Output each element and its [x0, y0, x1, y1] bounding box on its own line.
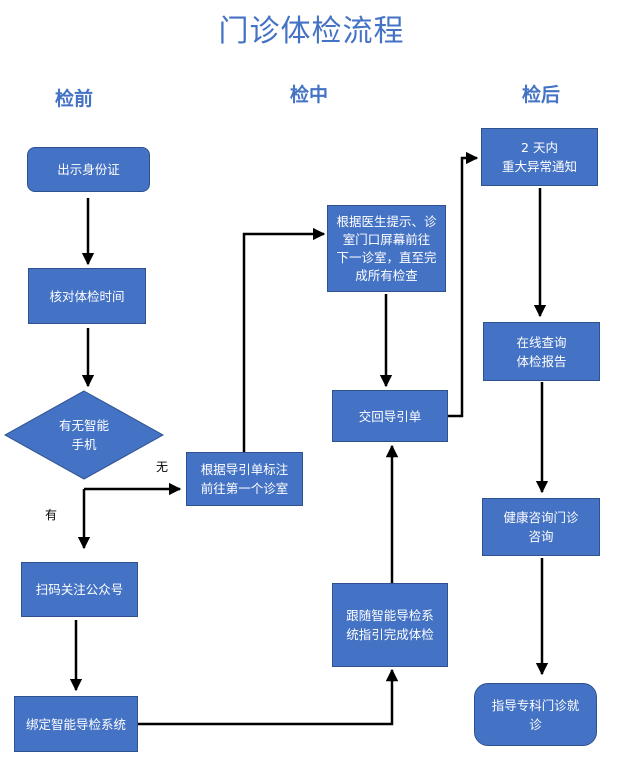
column-header-during: 检中 — [290, 84, 329, 106]
node-bind-system: 绑定智能导检系统 — [14, 696, 138, 752]
node-check-time: 核对体检时间 — [28, 268, 146, 324]
node-notify-2days: 2 天内 重大异常通知 — [481, 128, 598, 186]
node-scan-qr: 扫码关注公众号 — [21, 562, 138, 617]
node-smartphone-question: 有无智能 手机 — [58, 418, 109, 452]
page-title: 门诊体检流程 — [218, 14, 405, 49]
node-return-sheet: 交回导引单 — [332, 390, 448, 442]
node-follow-system: 跟随智能导检系 统指引完成体检 — [332, 583, 448, 667]
arrow-bind-to-follow-system — [138, 668, 399, 726]
arrow-return-to-notify — [448, 151, 479, 418]
column-header-before: 检前 — [55, 88, 94, 110]
smartphone-decision-diamond — [3, 390, 165, 480]
node-guide-first-room: 根据导引单标注 前往第一个诊室 — [186, 452, 303, 506]
node-show-id: 出示身份证 — [27, 147, 150, 192]
node-specialist-guide: 指导专科门诊就 诊 — [474, 683, 597, 746]
node-doctor-prompt: 根据医生提示、诊 室门口屏幕前往 下一诊室，直至完 成所有检查 — [327, 205, 446, 292]
arrow-guide-first-to-doctor-prompt — [242, 227, 326, 452]
node-online-report: 在线查询 体检报告 — [483, 322, 600, 381]
node-health-consult: 健康咨询门诊 咨询 — [482, 498, 600, 556]
column-header-after: 检后 — [522, 84, 561, 106]
edge-label-yes: 有 — [45, 508, 58, 522]
edge-label-no: 无 — [156, 460, 169, 474]
